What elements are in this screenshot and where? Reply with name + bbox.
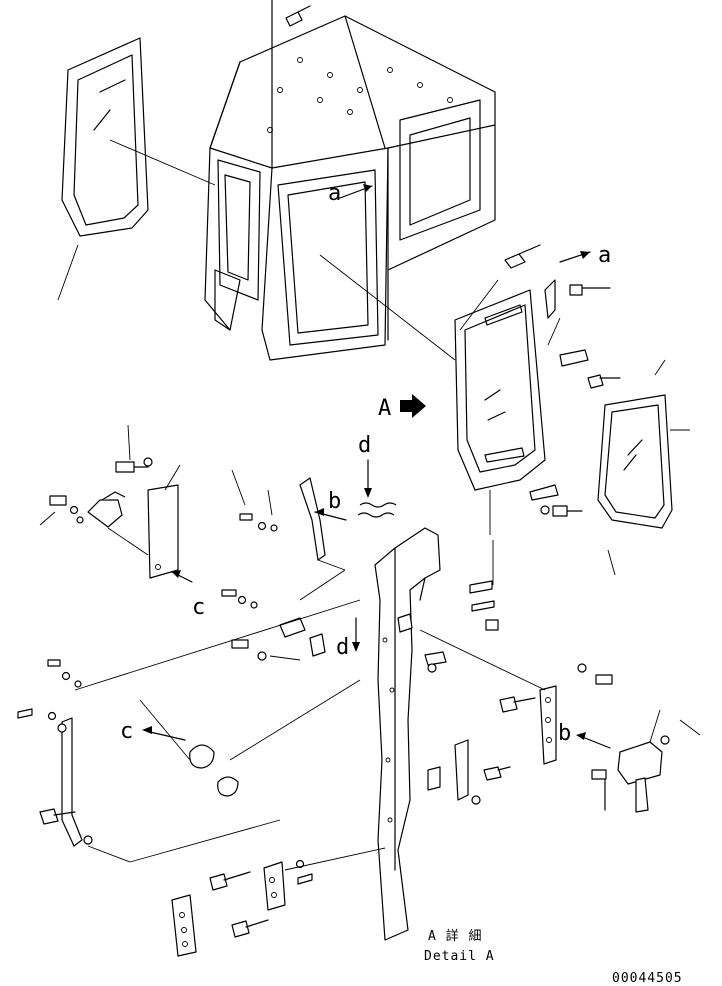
label-c-upper: c — [192, 595, 205, 620]
label-d-upper: d — [358, 433, 371, 458]
door-stay-arm — [17, 599, 361, 863]
label-b-lower: b — [558, 721, 571, 746]
pillar-frame — [374, 527, 441, 941]
right-hinge-and-latch — [419, 629, 701, 813]
label-c-lower: c — [120, 719, 133, 744]
label-detail-a: A — [378, 396, 391, 421]
lock-bracket — [424, 540, 511, 805]
caption-english: Detail A — [424, 949, 495, 964]
label-d-lower: d — [336, 635, 349, 660]
view-arrows — [142, 184, 611, 749]
cab-body — [204, 0, 496, 361]
striker-bracket-left — [39, 424, 181, 579]
cab-roof-bolts — [267, 57, 453, 133]
cab-door — [319, 254, 546, 535]
label-b-upper: b — [328, 489, 341, 514]
label-a-top: a — [328, 181, 341, 206]
label-a-right: a — [598, 243, 611, 268]
detail-a-arrow-icon — [400, 394, 426, 418]
caption-japanese: A 詳 細 — [428, 928, 482, 944]
catch-assembly — [139, 589, 361, 797]
door-glass — [597, 359, 690, 576]
left-window-panel — [57, 37, 216, 301]
door-hinge-bolts — [504, 244, 621, 517]
drawing-number: 00044505 — [612, 971, 683, 986]
lever-assembly — [231, 469, 397, 657]
lower-hinge — [171, 847, 386, 957]
reference-labels: a a A b b c c d d — [120, 181, 611, 746]
detail-caption: A 詳 細 Detail A — [424, 928, 495, 964]
